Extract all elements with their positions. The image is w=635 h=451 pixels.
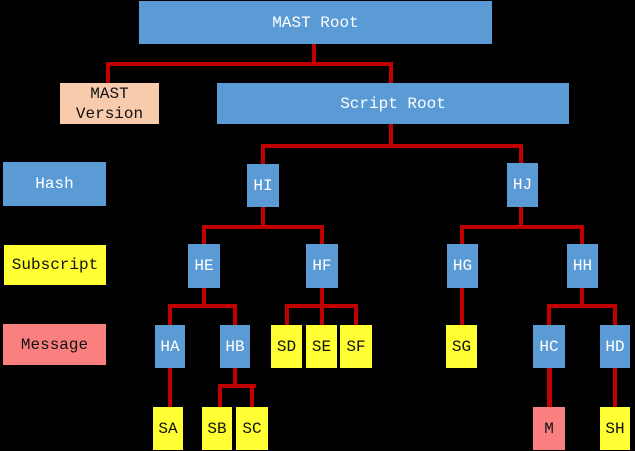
edge-mastroot-stem — [312, 44, 316, 65]
edge-he-drop — [202, 225, 206, 245]
edge-he-stem — [202, 288, 206, 306]
edge-ha-drop — [168, 304, 172, 325]
node-mast-version: MAST Version — [60, 83, 159, 124]
edge-hh-drop — [580, 225, 584, 245]
edge-sb-drop — [218, 384, 222, 407]
edge-hh-stem — [580, 288, 584, 306]
edge-hg-stem — [460, 288, 464, 325]
edge-hd-drop — [613, 304, 617, 325]
edge-mastversion-drop — [106, 62, 110, 84]
node-hh: HH — [567, 244, 598, 288]
edge-hh-children-bar — [547, 304, 617, 308]
edge-hj-children-bar — [460, 225, 584, 229]
node-ha: HA — [155, 325, 185, 368]
edge-hi-children-bar — [202, 225, 324, 229]
edge-sd-drop — [285, 304, 289, 325]
edge-hj-drop — [519, 144, 523, 164]
node-m: M — [533, 407, 565, 450]
node-sg: SG — [446, 325, 477, 368]
edge-hf-children-bar — [285, 304, 358, 308]
node-sb: SB — [202, 407, 232, 450]
node-hg: HG — [447, 244, 478, 288]
edge-hb-children-bar — [218, 384, 256, 388]
edge-scriptroot-drop — [389, 62, 393, 84]
node-sf: SF — [340, 325, 372, 368]
node-sd: SD — [271, 325, 302, 368]
node-hj: HJ — [507, 163, 538, 207]
edge-level1-bar — [106, 62, 393, 66]
node-mast-root: MAST Root — [139, 1, 492, 44]
node-he: HE — [188, 244, 220, 288]
edge-sf-drop — [354, 304, 358, 325]
edge-sc-drop — [250, 384, 254, 407]
edge-hf-drop — [320, 225, 324, 245]
edge-hc-drop — [547, 304, 551, 325]
node-hb: HB — [220, 325, 250, 368]
edge-he-children-bar — [168, 304, 237, 308]
node-hi: HI — [247, 164, 279, 207]
node-sa: SA — [153, 407, 183, 450]
edge-hb-drop — [233, 304, 237, 325]
edge-hi-stem — [261, 207, 265, 227]
node-sc: SC — [236, 407, 268, 450]
edge-hi-drop — [261, 144, 265, 165]
edge-level2-bar — [261, 144, 523, 148]
edge-hb-stem — [233, 368, 237, 386]
node-hd: HD — [600, 325, 630, 368]
node-se: SE — [306, 325, 337, 368]
edge-hg-drop — [460, 225, 464, 245]
edge-scriptroot-stem — [389, 124, 393, 146]
edge-hc-stem — [547, 368, 552, 407]
edge-hd-stem — [613, 368, 617, 407]
node-hc: HC — [533, 325, 565, 368]
edge-hj-stem — [519, 207, 523, 227]
legend-message: Message — [3, 324, 106, 365]
node-hf: HF — [306, 244, 338, 288]
legend-subscript: Subscript — [4, 245, 106, 285]
legend-hash: Hash — [3, 162, 106, 206]
node-sh: SH — [600, 407, 630, 450]
node-script-root: Script Root — [217, 83, 569, 124]
edge-ha-stem — [168, 368, 172, 407]
